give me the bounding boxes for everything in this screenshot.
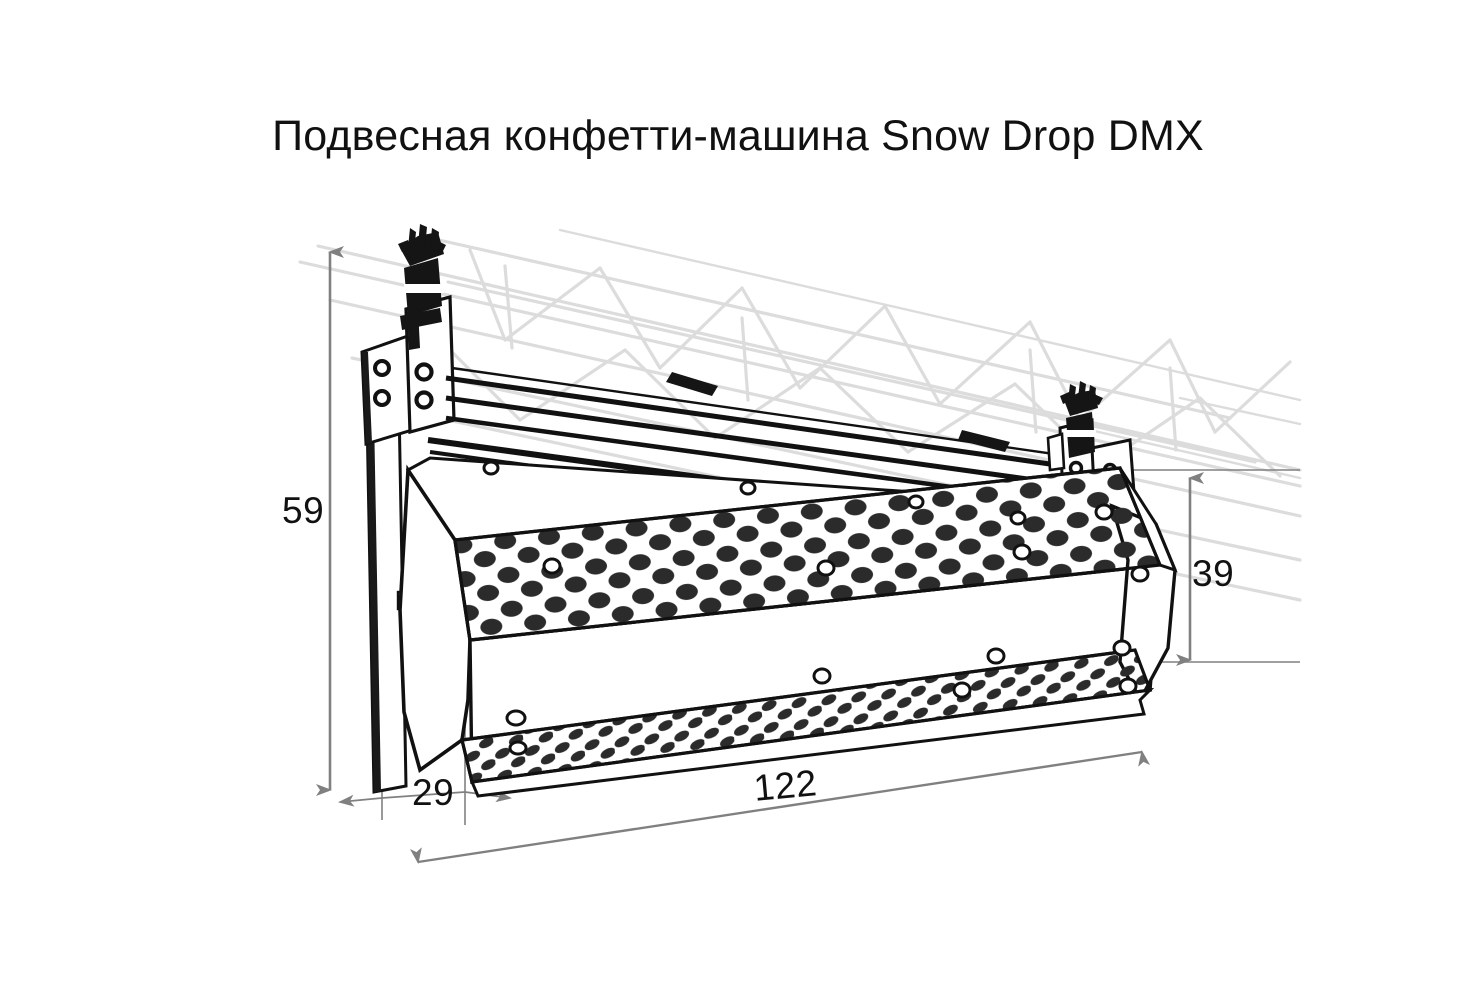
dimension-label-59: 59: [282, 490, 325, 531]
dimension-label-39: 39: [1192, 553, 1235, 594]
truss-clamp-right: [1060, 381, 1103, 458]
panel-outlines: [453, 466, 1163, 784]
dimension-lines: [316, 246, 1300, 864]
vertical-post: [361, 340, 409, 794]
dimension-line-122: [409, 750, 1151, 864]
page-title: Подвесная конфетти-машина Snow Drop DMX: [272, 112, 1204, 160]
dimension-label-122: 122: [752, 762, 819, 809]
dimension-label-29: 29: [412, 772, 455, 813]
truss-clamp-left: [398, 224, 446, 350]
rail-tabs: [666, 372, 1010, 452]
panel-screws: [482, 460, 1150, 756]
